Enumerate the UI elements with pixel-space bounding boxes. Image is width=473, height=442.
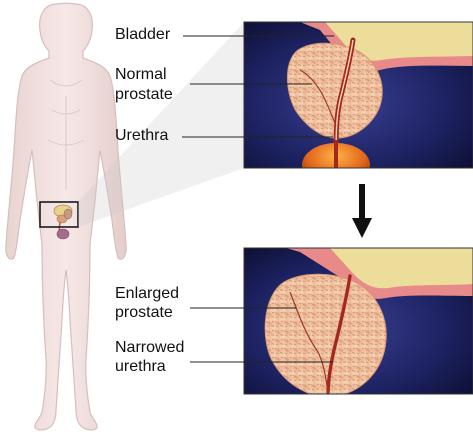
- pelvic-organs-miniature: [53, 204, 73, 240]
- bladder-lumen-bottom: [330, 248, 473, 289]
- label-urethra: Urethra: [115, 127, 169, 144]
- label-normal-prostate-line1: Normal: [115, 66, 167, 83]
- leader-lines: [182, 35, 334, 363]
- bladder-lumen-top: [325, 22, 473, 61]
- label-bladder: Bladder: [115, 26, 171, 43]
- human-body-figure: [5, 2, 127, 431]
- normal-prostate-panel: [243, 21, 473, 169]
- region-highlight-box: [39, 201, 79, 228]
- label-normal-prostate-line2: prostate: [115, 86, 173, 103]
- down-arrow-icon: [352, 184, 372, 238]
- enlarged-prostate-panel: [243, 247, 473, 395]
- label-narrowed-urethra-line2: urethra: [115, 358, 166, 375]
- zoom-cone: [78, 22, 244, 227]
- enlarged-prostate-gland: [264, 273, 387, 394]
- label-enlarged-prostate-line1: Enlarged: [115, 285, 180, 302]
- narrowed-urethra: [326, 274, 352, 394]
- label-narrowed-urethra-line1: Narrowed: [115, 339, 185, 356]
- torso-shading: [47, 79, 85, 190]
- label-enlarged-prostate-line2: prostate: [115, 304, 173, 321]
